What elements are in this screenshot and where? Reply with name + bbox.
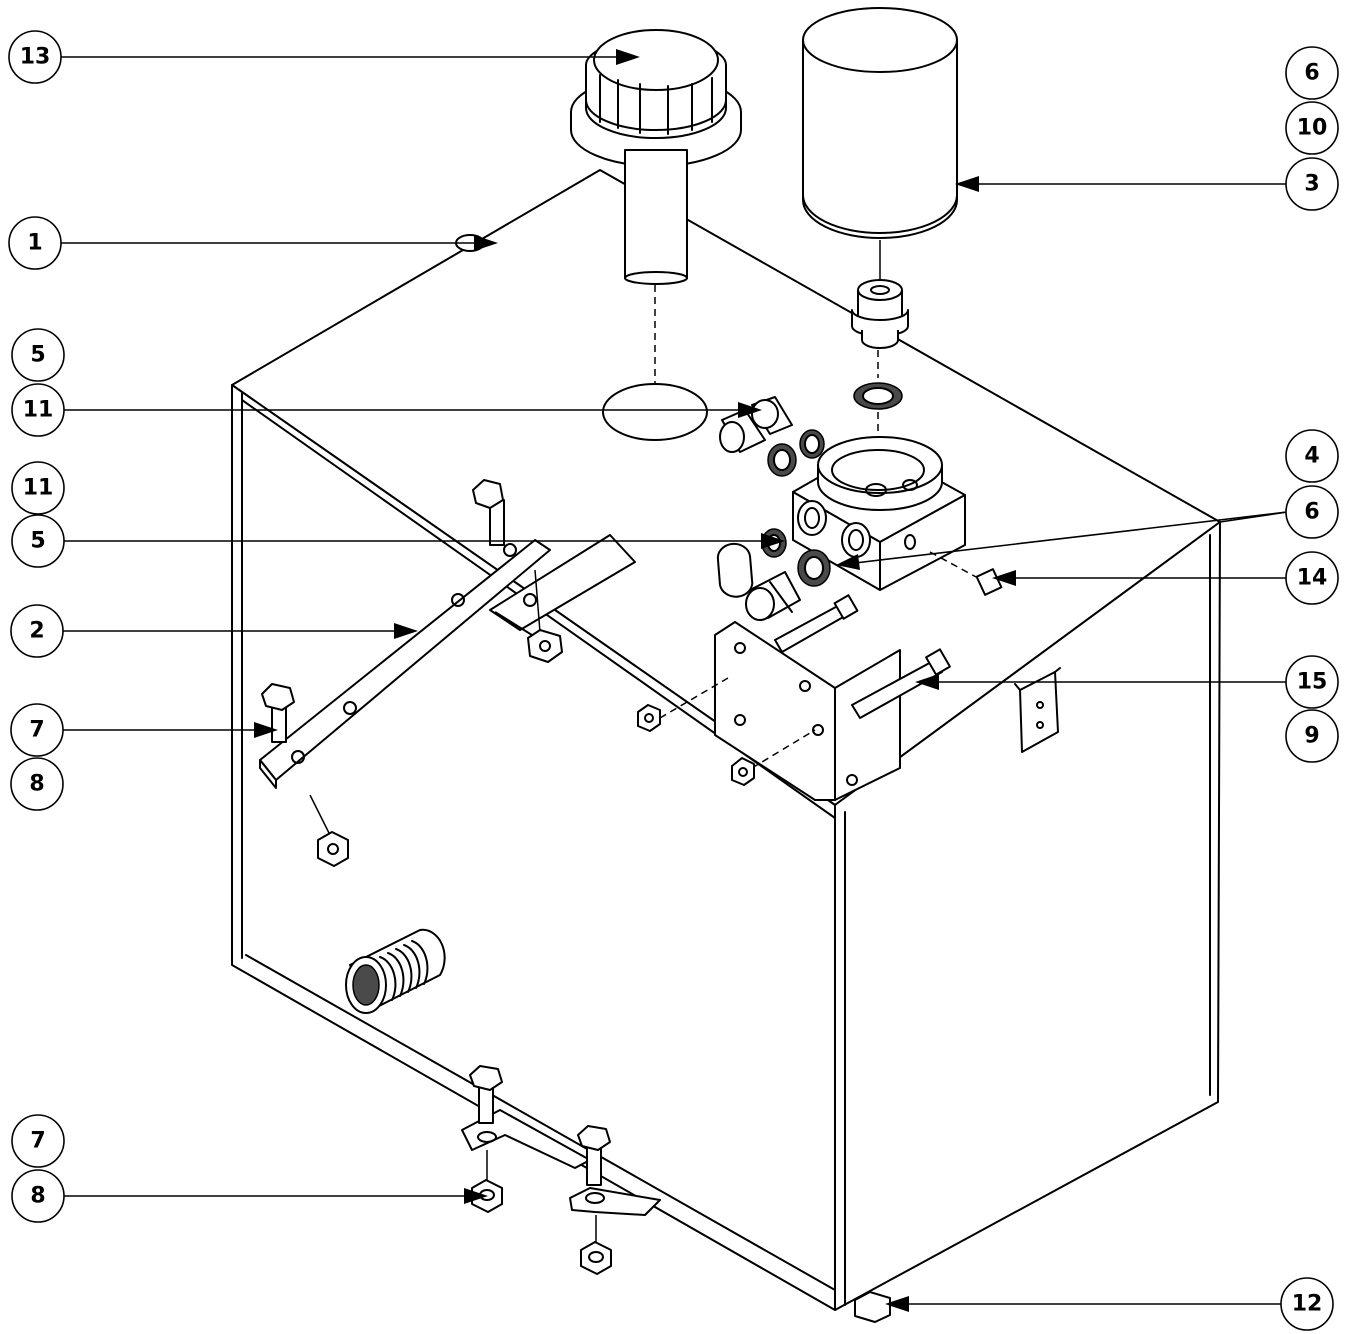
callout-14: 14: [1285, 551, 1339, 605]
callout-3: 3: [1285, 157, 1339, 211]
svg-text:5: 5: [30, 529, 45, 554]
svg-text:7: 7: [30, 1129, 45, 1154]
svg-text:6: 6: [1304, 500, 1319, 525]
callout-1: 1: [8, 216, 62, 270]
svg-text:7: 7: [29, 718, 44, 743]
strap-nut-upper: [527, 629, 563, 663]
svg-text:2: 2: [29, 619, 44, 644]
fitting-group-lower: [716, 528, 831, 621]
strap-bracket: [259, 534, 636, 789]
callout-7: 7: [10, 703, 64, 757]
svg-text:8: 8: [30, 1184, 45, 1209]
callout-11: 11: [11, 383, 65, 437]
fitting-group-upper: [719, 396, 825, 477]
drain-plug: [854, 1291, 891, 1323]
callout-11: 11: [11, 461, 65, 515]
foot-nut-right: [580, 1241, 612, 1275]
mount-nut-a: [637, 704, 661, 732]
clip-bracket: [1014, 667, 1061, 753]
callout-9: 9: [1285, 709, 1339, 763]
callout-5: 5: [11, 514, 65, 568]
leader-lines: [60, 49, 1288, 1312]
svg-text:1: 1: [27, 231, 42, 256]
foot-bracket-right: [569, 1125, 661, 1216]
strap-bolt-upper: [472, 479, 505, 546]
callout-4: 4: [1285, 429, 1339, 483]
svg-text:3: 3: [1304, 172, 1319, 197]
callout-15: 15: [1285, 655, 1339, 709]
svg-text:6: 6: [1304, 61, 1319, 86]
callout-6: 6: [1285, 46, 1339, 100]
suction-strainer: [345, 928, 446, 1014]
svg-text:10: 10: [1297, 116, 1328, 141]
svg-text:9: 9: [1304, 724, 1319, 749]
svg-text:4: 4: [1304, 444, 1319, 469]
callout-5: 5: [11, 328, 65, 382]
spin-on-filter: [802, 7, 958, 239]
filter-seal-ring: [853, 382, 903, 410]
mount-nut-b: [731, 757, 755, 786]
mount-bolt-long: [774, 594, 951, 719]
filler-hole: [602, 383, 708, 441]
callout-13: 13: [8, 30, 62, 84]
foot-bracket-left: [461, 1065, 591, 1169]
svg-text:12: 12: [1292, 1292, 1323, 1317]
tank-right-face: [834, 521, 1221, 1311]
svg-text:15: 15: [1297, 670, 1328, 695]
callout-8: 8: [10, 757, 64, 811]
svg-text:8: 8: [29, 772, 44, 797]
callout-10: 10: [1285, 101, 1339, 155]
svg-text:11: 11: [23, 398, 54, 423]
svg-text:11: 11: [23, 476, 54, 501]
callout-8: 8: [11, 1169, 65, 1223]
svg-text:14: 14: [1297, 566, 1328, 591]
manifold-block: [792, 436, 966, 591]
strap-nut-lower: [317, 831, 349, 867]
callout-12: 12: [1280, 1277, 1334, 1331]
callout-2: 2: [10, 604, 64, 658]
callout-6: 6: [1285, 485, 1339, 539]
strap-bolt-lower: [261, 683, 295, 743]
svg-text:13: 13: [20, 45, 51, 70]
filter-adapter-nipple: [851, 279, 909, 349]
callout-7: 7: [11, 1114, 65, 1168]
tank-body: [231, 169, 1221, 1311]
svg-text:5: 5: [30, 343, 45, 368]
